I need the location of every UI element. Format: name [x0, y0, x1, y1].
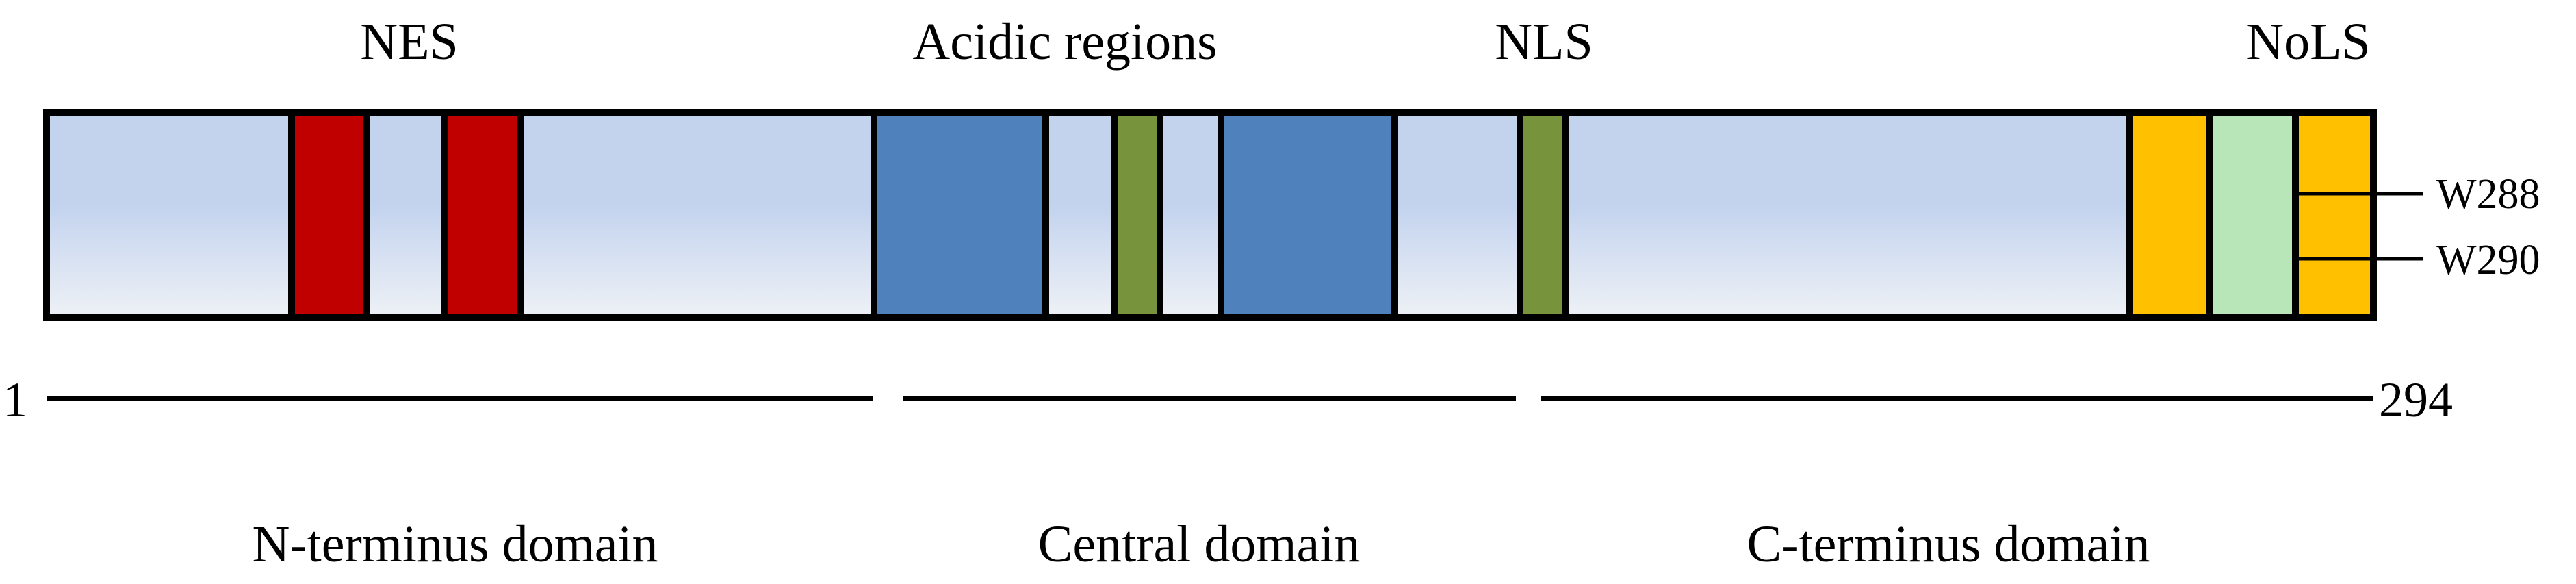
protein-backbone [43, 109, 2377, 321]
nols-segment-2 [2292, 109, 2377, 321]
nls-label: NLS [1495, 13, 1593, 71]
acidic-regions-label: Acidic regions [912, 13, 1217, 71]
nls-segment-2 [1517, 109, 1569, 321]
acidic-region-2 [1218, 109, 1398, 321]
nes-segment-1 [288, 109, 370, 321]
central-domain-label: Central domain [1038, 516, 1361, 573]
nes-label: NES [360, 13, 459, 71]
c-terminus-domain-label: C-terminus domain [1747, 516, 2150, 573]
nols-linker [2206, 109, 2299, 321]
start-residue-label: 1 [3, 372, 27, 427]
end-residue-label: 294 [2379, 372, 2453, 427]
w288-label: W288 [2436, 171, 2540, 218]
w290-label: W290 [2436, 237, 2540, 283]
nols-segment-1 [2126, 109, 2213, 321]
nes-segment-2 [441, 109, 524, 321]
nols-label: NoLS [2246, 13, 2371, 71]
nls-segment-1 [1111, 109, 1163, 321]
n-terminus-domain-label: N-terminus domain [252, 516, 658, 573]
acidic-region-1 [871, 109, 1049, 321]
